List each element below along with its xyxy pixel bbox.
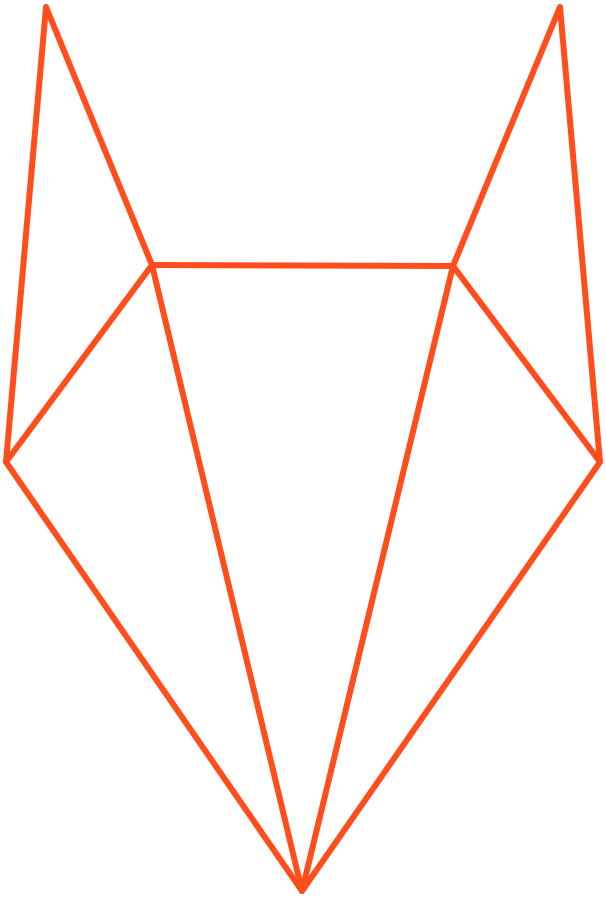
- right-jaw-edge: [299, 459, 603, 894]
- right-ear-inner-edge: [450, 4, 563, 269]
- brow-bar: [149, 262, 456, 269]
- left-ear-inner-edge: [43, 4, 155, 268]
- right-ear-outer-edge: [557, 4, 603, 465]
- left-ear-outer-edge: [3, 4, 49, 465]
- left-snout-edge: [149, 262, 305, 894]
- left-cheek-upper-edge: [3, 262, 155, 465]
- right-snout-edge: [299, 263, 456, 894]
- fox-outline: [3, 4, 603, 894]
- left-jaw-edge: [3, 459, 305, 894]
- right-cheek-upper-edge: [450, 263, 603, 465]
